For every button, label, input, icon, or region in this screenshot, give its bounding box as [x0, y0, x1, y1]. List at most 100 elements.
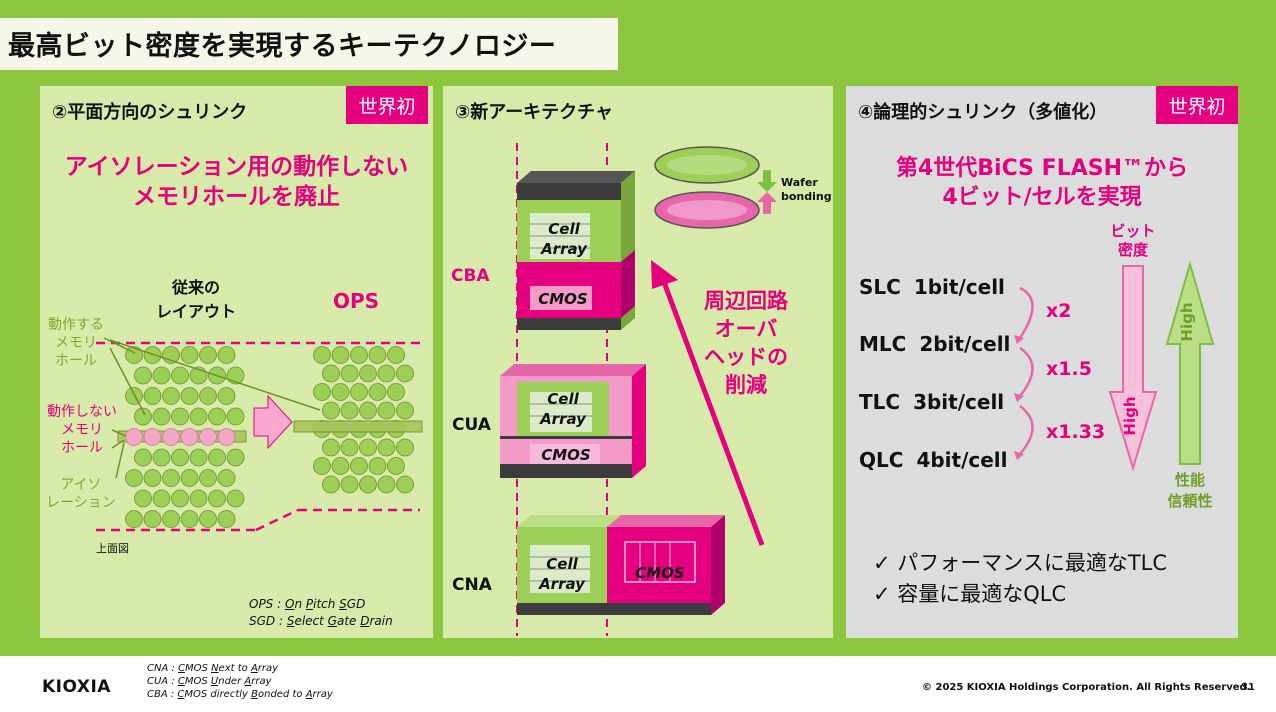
label-line: 動作する [48, 317, 104, 333]
bits-per-cell: 1bit/cell [913, 275, 1005, 299]
cell-type-name: SLC [859, 275, 901, 299]
slide-title: 最高ビット密度を実現するキーテクノロジー [8, 31, 557, 62]
bullet-tlc: ✓ パフォーマンスに最適なTLC [873, 551, 1168, 575]
footnote-line: CBA : CMOS directly Bonded to Array [147, 688, 333, 701]
panel2-headline: アイソレーション用の動作しない メモリホールを廃止 [40, 152, 433, 212]
note-initial: D [360, 614, 370, 628]
label-line: 密度 [1117, 241, 1148, 259]
footnote-sep: : [167, 689, 178, 700]
label-line: 周辺回路 [704, 289, 788, 313]
headline-line: 4ビット/セルを実現 [942, 185, 1142, 210]
label-line: ビット [1110, 222, 1156, 240]
note-initial: P [305, 597, 314, 611]
footnote-initial: C [177, 676, 185, 687]
footer [0, 656, 1276, 712]
label-line: ホール [55, 353, 97, 369]
cna-label: CNA [452, 575, 492, 595]
label-line: アイソ [60, 477, 102, 493]
cell-type-row: SLC 1bit/cell [859, 275, 1005, 299]
label-line: ヘッドの [704, 345, 788, 369]
footnote-initial: A [305, 689, 313, 700]
footnote-line: CUA : CMOS Under Array [147, 675, 333, 688]
bits-per-cell: 4bit/cell [916, 448, 1008, 472]
footnote-initial: U [210, 676, 219, 687]
wafer-bonding-label: Wafer bonding [781, 176, 832, 204]
bits-per-cell: 2bit/cell [919, 332, 1011, 356]
footnote-initial: N [211, 663, 219, 674]
note-rest: elect [294, 614, 328, 628]
label-line: Array [539, 575, 585, 593]
headline-line: アイソレーション用の動作しない [64, 154, 409, 180]
label-line: ホール [61, 440, 103, 456]
note-rest: GD [346, 597, 366, 611]
cua-cell-array-label: Cell Array [531, 389, 595, 429]
panel4-headline: 第4世代BiCS FLASH™から 4ビット/セルを実現 [846, 154, 1238, 212]
label-line: 性能 [1174, 471, 1205, 489]
cell-type-name: TLC [859, 390, 901, 414]
label-line: メモリ [55, 335, 97, 351]
top-view-label: 上面図 [96, 542, 129, 555]
note-abbr: SGD [249, 614, 276, 628]
periphery-overhead-label: 周辺回路 オーバ ヘッドの 削減 [696, 287, 796, 399]
label-line: Cell [548, 220, 580, 238]
footnote-abbr: CNA [147, 663, 169, 674]
cna-cmos-label: CMOS [635, 564, 685, 582]
bullet-qlc: ✓ 容量に最適なQLC [873, 582, 1067, 606]
footnote-rest: onded to [258, 689, 306, 700]
note-initial: G [327, 614, 337, 628]
note-initial: O [284, 597, 295, 611]
cba-label: CBA [451, 266, 490, 286]
dummy-hole-label: 動作しない メモリ ホール [47, 403, 117, 457]
isolation-label: アイソ レーション [46, 476, 116, 512]
label-line: Array [540, 410, 586, 428]
note-sep: : [273, 597, 285, 611]
conventional-layout-label: 従来の レイアウト [156, 276, 236, 324]
footnote-rest: rray [251, 676, 272, 687]
label-line: Wafer [781, 176, 818, 189]
label-line: レイアウト [156, 302, 237, 321]
cba-cmos-label: CMOS [538, 290, 588, 308]
footnote-sep: : [168, 676, 178, 687]
label-line: 動作しない [47, 404, 117, 420]
label-line: レーション [46, 495, 116, 511]
footnote-rest: ext to [218, 663, 251, 674]
title-box [0, 18, 618, 70]
panel-title: ③新アーキテクチャ [455, 102, 613, 123]
footnote-line: CNA : CMOS Next to Array [147, 662, 333, 675]
high-density-label: High [1121, 396, 1139, 436]
label-line: Cell [547, 390, 579, 408]
note-initial: S [339, 597, 347, 611]
note-ops: OPS : On Pitch SGD [249, 597, 365, 611]
note-sep: : [275, 614, 287, 628]
footnote-initial: C [178, 663, 186, 674]
footnote-rest: nder [218, 676, 245, 687]
multiplier-label: x1.5 [1046, 358, 1092, 380]
panel-title: ②平面方向のシュリンク [52, 102, 248, 123]
footnote-rest: MOS [185, 663, 212, 674]
ops-label: OPS [333, 289, 380, 313]
note-initial: S [286, 614, 295, 628]
cua-cmos-label: CMOS [541, 446, 591, 464]
label-line: bonding [781, 190, 832, 203]
footnote-initial: B [251, 689, 258, 700]
footnote-sep: : [168, 663, 179, 674]
label-line: Array [541, 240, 587, 258]
cna-cell-array-label: Cell Array [532, 554, 592, 594]
cba-cell-array-label: Cell Array [534, 219, 594, 259]
headline-line: 第4世代BiCS FLASH™から [895, 156, 1188, 181]
label-line: オーバ [714, 317, 778, 341]
footnote-rest: MOS directly [184, 689, 252, 700]
label-line: 信頼性 [1167, 492, 1213, 510]
performance-reliability-label: 性能 信頼性 [1158, 470, 1222, 512]
footnote-rest: MOS [184, 676, 211, 687]
active-hole-label: 動作する メモリ ホール [48, 316, 104, 370]
note-abbr: OPS [249, 597, 274, 611]
multiplier-label: x2 [1046, 300, 1072, 322]
label-line: 削減 [725, 373, 767, 397]
cua-label: CUA [452, 415, 491, 435]
note-sgd: SGD : Select Gate Drain [249, 614, 393, 628]
